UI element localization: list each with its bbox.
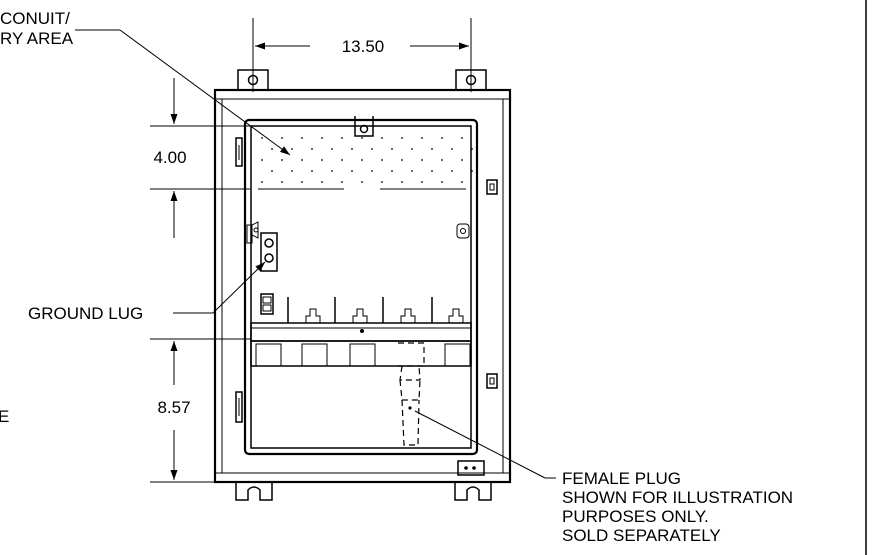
area-dot [431,148,433,150]
panel-hole-right [456,223,470,239]
area-dot [361,159,363,161]
area-dot [401,159,403,161]
mounting-tab-bottom-left [235,482,273,501]
female-plug-callout-line1: FEMALE PLUG [562,469,681,488]
area-dot [341,137,343,139]
receptacle-contact [448,308,464,323]
area-dot [371,148,373,150]
mounting-tab-bottom-right [454,482,492,501]
hinge-top-left [235,137,243,167]
receptacle-housings [250,340,472,367]
area-dot [461,137,463,139]
area-dot [291,148,293,150]
area-dot [311,148,313,150]
ground-lug-leader [173,261,266,314]
ground-lug-callout: GROUND LUG [28,304,143,323]
area-dot [321,137,323,139]
area-dot [291,170,293,172]
panel-hole-left [251,221,259,239]
inner-panel-frame [243,118,479,456]
female-plug-callout-line3: PURPOSES ONLY. [562,507,709,526]
area-dot [401,137,403,139]
area-dot [411,170,413,172]
top-area-dimension-label: 4.00 [153,148,186,167]
area-dot [281,159,283,161]
area-dot [341,181,343,183]
area-dot [351,170,353,172]
left-callout-fragment: E [0,407,9,426]
area-dot [441,159,443,161]
female-plug-leader [414,410,556,479]
female-plug-callout-line2: SHOWN FOR ILLUSTRATION [562,488,793,507]
area-dot [441,181,443,183]
receptacle-posts [287,297,464,323]
area-dot [271,148,273,150]
area-dot [261,137,263,139]
latch-right-upper [486,179,498,195]
area-dot [361,137,363,139]
receptacle-contact [305,308,321,323]
female-plug-callout-line4: SOLD SEPARATELY [562,526,721,545]
area-dot [381,137,383,139]
area-dot [261,159,263,161]
area-dot [281,137,283,139]
terminal-block [260,293,274,315]
area-dot [441,137,443,139]
bottom-area-dimension [150,338,251,483]
female-plug-outline [398,342,425,446]
bottom-area-dimension-label: 8.57 [157,398,190,417]
receptacle-contact [352,308,368,323]
enclosure-body [213,88,512,484]
ground-lug [246,224,278,272]
bottom-bracket [457,460,485,476]
width-dimension-label: 13.50 [342,37,385,56]
area-dot [321,181,323,183]
area-dot [391,170,393,172]
area-dot [361,181,363,183]
area-dot [271,170,273,172]
area-dot [471,170,473,172]
area-dot [381,181,383,183]
area-dot [461,159,463,161]
area-dot [331,170,333,172]
conduit-entry-area [261,137,473,183]
area-dot [451,148,453,150]
top-area-dimension [150,78,250,238]
conduit-callout-line1: CONUIT/ [0,9,70,28]
area-dot [381,159,383,161]
area-dot [451,170,453,172]
width-dimension [252,18,472,92]
area-dot [351,148,353,150]
area-dot [471,148,473,150]
area-dot [301,137,303,139]
area-dot [431,170,433,172]
hinge-bottom-left [235,391,243,423]
area-dot [301,181,303,183]
area-dot [331,148,333,150]
area-dot [401,181,403,183]
area-dot [301,159,303,161]
area-dot [411,148,413,150]
latch-right-lower [486,373,498,389]
area-dot [461,181,463,183]
area-dot [261,181,263,183]
conduit-callout-leader [75,29,291,156]
area-dot [421,181,423,183]
area-dot [391,148,393,150]
area-dot [421,137,423,139]
top-clip [354,116,374,137]
conduit-callout-line2: RY AREA [0,29,74,48]
area-dot [371,170,373,172]
area-dot [421,159,423,161]
receptacle-rail [250,322,472,342]
area-dot [341,159,343,161]
area-dot [311,170,313,172]
area-dot [321,159,323,161]
area-dot [281,181,283,183]
receptacle-contact [400,308,416,323]
